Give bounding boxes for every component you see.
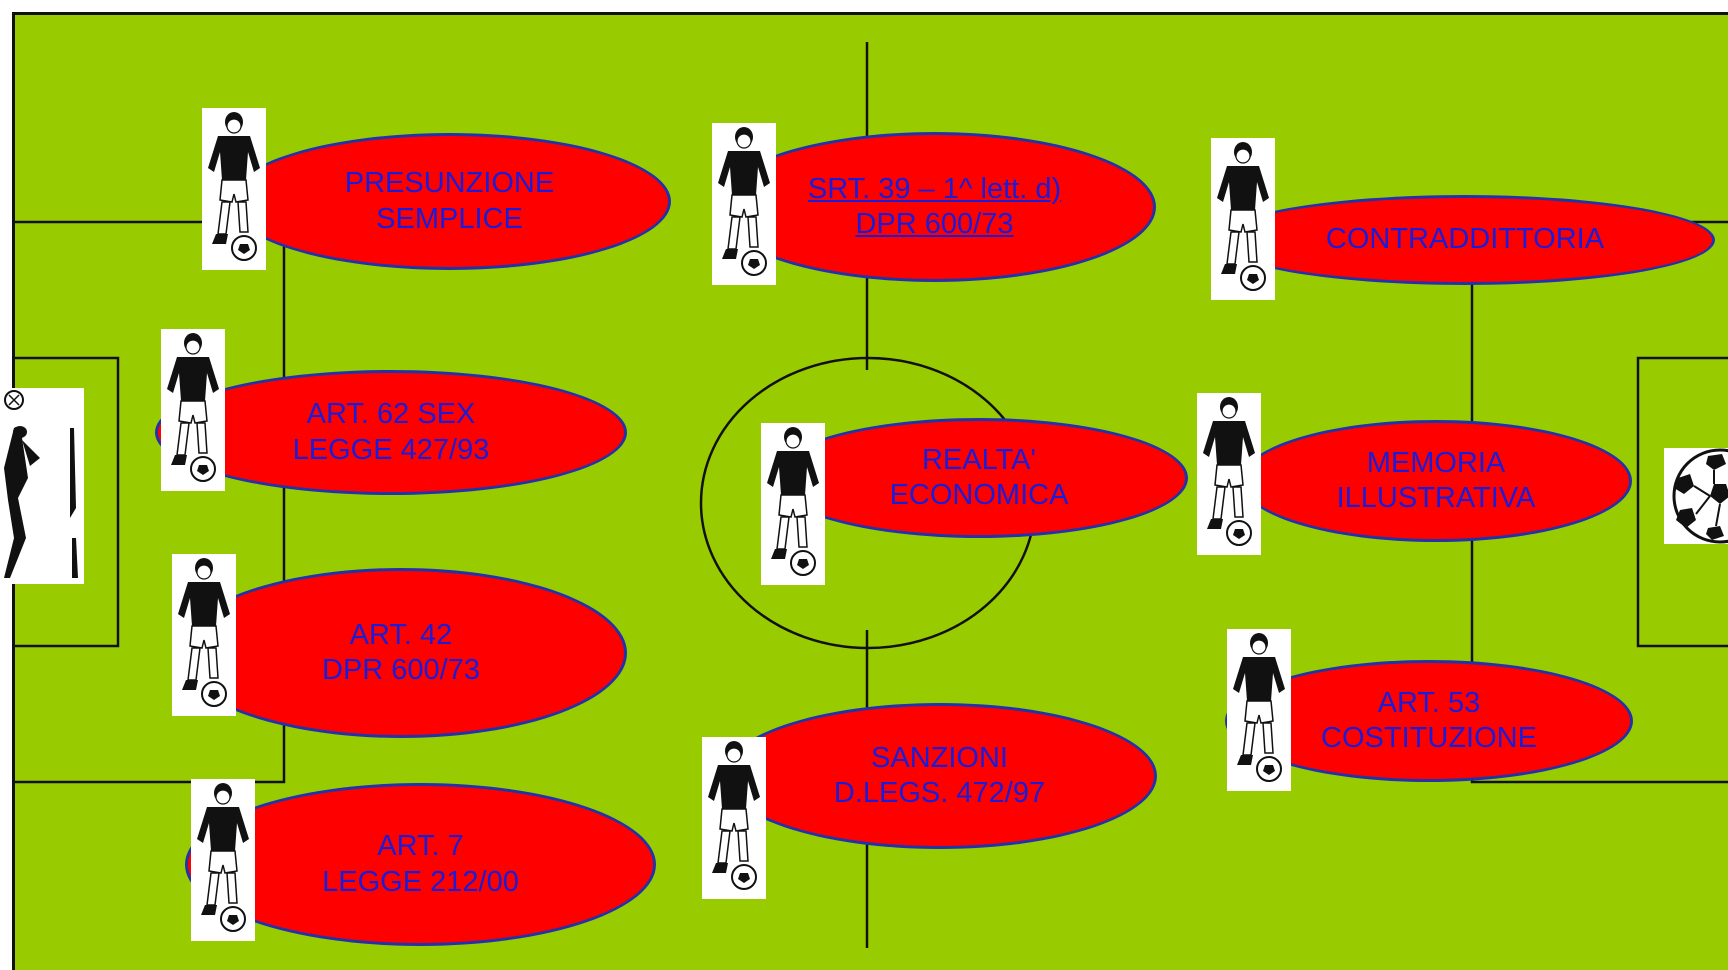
node-art-62-sex: ART. 62 SEX LEGGE 427/93 [155, 370, 627, 495]
player-icon [172, 554, 236, 716]
soccer-ball-icon [1664, 448, 1728, 544]
node-contraddittoria: CONTRADDITTORIA [1215, 195, 1715, 285]
node-sanzioni: SANZIONI D.LEGS. 472/97 [722, 703, 1157, 849]
player-icon [712, 123, 776, 285]
node-label: ART. 62 SEX LEGGE 427/93 [293, 397, 490, 468]
node-label: SANZIONI D.LEGS. 472/97 [834, 741, 1045, 812]
node-label: ART. 7 LEGGE 212/00 [322, 829, 519, 900]
player-icon [191, 779, 255, 941]
node-label: MEMORIA ILLUSTRATIVA [1337, 446, 1536, 517]
player-icon [761, 423, 825, 585]
player-icon [1211, 138, 1275, 300]
player-icon [161, 329, 225, 491]
node-label: SRT. 39 – 1^ lett. d) DPR 600/73 [808, 172, 1061, 243]
player-icon [702, 737, 766, 899]
player-icon [1197, 393, 1261, 555]
node-label: PRESUNZIONE SEMPLICE [345, 166, 554, 237]
player-icon [1227, 629, 1291, 791]
node-art-7: ART. 7 LEGGE 212/00 [185, 783, 656, 946]
node-memoria-illustrativa: MEMORIA ILLUSTRATIVA [1240, 420, 1632, 542]
player-icon [202, 108, 266, 270]
node-label: CONTRADDITTORIA [1326, 222, 1604, 257]
node-label: ART. 53 COSTITUZIONE [1321, 686, 1537, 757]
node-label: ART. 42 DPR 600/73 [322, 618, 480, 689]
node-label: REALTA' ECONOMICA [890, 443, 1069, 514]
node-presunzione-semplice: PRESUNZIONE SEMPLICE [228, 133, 671, 270]
node-art-42: ART. 42 DPR 600/73 [175, 568, 627, 738]
goalkeeper-icon [0, 388, 84, 584]
node-srt-39: SRT. 39 – 1^ lett. d) DPR 600/73 [713, 132, 1156, 282]
node-realta-economica: REALTA' ECONOMICA [770, 418, 1188, 538]
